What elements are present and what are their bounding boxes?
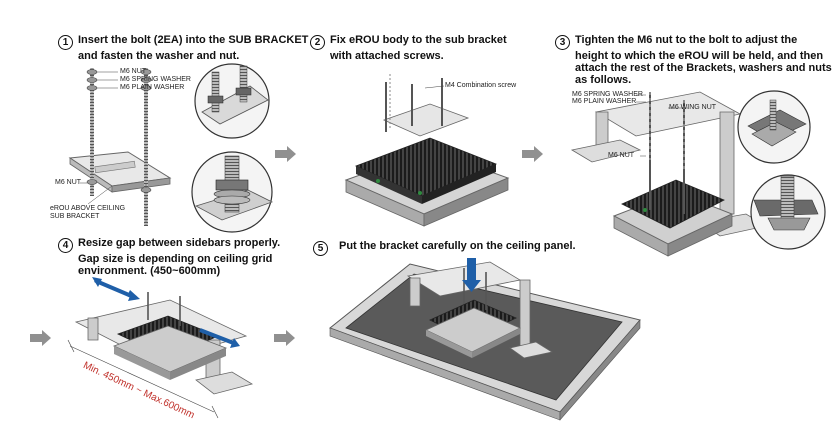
label-s3-wing-nut: M6 WING NUT <box>669 104 717 111</box>
label-s3-plain-washer: M6 PLAIN WASHER <box>572 98 637 105</box>
label-s2-screw: M4 Combination screw <box>445 82 517 89</box>
label-s1-erou-line2: SUB BRACKET <box>50 213 100 220</box>
step-5-diagram <box>328 258 641 421</box>
label-s1-nut-lower: M6 NUT <box>55 179 82 186</box>
step-2-diagram <box>344 74 510 227</box>
step-1-diagram <box>68 63 274 233</box>
label-s1-spring-washer: M6 SPRING WASHER <box>120 76 191 83</box>
arrow-to-step4-icon <box>30 330 51 346</box>
label-s3-nut: M6 NUT <box>608 152 635 159</box>
arrow-step4-to-step5-icon <box>274 330 295 346</box>
label-s1-erou-line1: eROU ABOVE CEILING <box>50 205 126 212</box>
step-number-5: 5 <box>313 241 328 256</box>
label-s3-spring-washer: M6 SPRING WASHER <box>572 91 643 98</box>
step-3-diagram <box>570 90 826 257</box>
label-s1-nut: M6 NUT <box>120 68 147 75</box>
arrow-step2-to-step3-icon <box>522 146 543 162</box>
step-4-diagram <box>67 277 254 419</box>
arrow-step1-to-step2-icon <box>275 146 296 162</box>
label-s1-plain-washer: M6 PLAIN WASHER <box>120 84 185 91</box>
